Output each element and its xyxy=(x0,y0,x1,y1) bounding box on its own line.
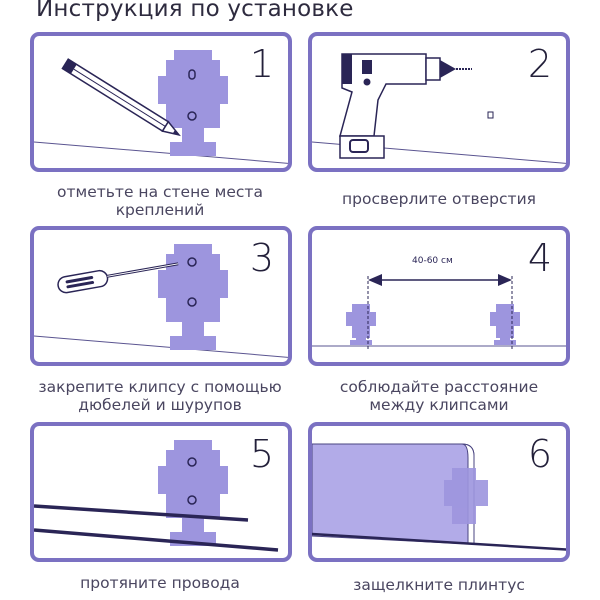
step-2-caption: просверлите отверстия xyxy=(299,190,579,208)
distance-label: 40-60 см xyxy=(412,256,453,266)
wires-icon xyxy=(34,440,279,552)
caption-line: протяните провода xyxy=(80,574,240,592)
step-number: 2 xyxy=(527,42,552,86)
step-4-caption: соблюдайте расстояние между клипсами xyxy=(299,378,579,414)
caption-line: креплений xyxy=(115,201,205,219)
step-5-caption: протяните провода xyxy=(20,574,300,592)
step-1-caption: отметьте на стене места креплений xyxy=(20,183,300,219)
step-5-panel: 5 xyxy=(30,422,292,562)
caption-line: дюбелей и шурупов xyxy=(78,396,242,414)
caption-line: защелкните плинтус xyxy=(353,576,525,594)
caption-line: закрепите клипсу с помощью xyxy=(38,378,282,396)
step-4-panel: 40-60 см 4 xyxy=(308,226,570,366)
step-3-caption: закрепите клипсу с помощью дюбелей и шур… xyxy=(20,378,300,414)
baseboard-icon xyxy=(312,443,566,551)
pencil-marking-icon xyxy=(34,50,288,164)
step-number: 4 xyxy=(527,236,552,280)
caption-line: соблюдайте расстояние xyxy=(339,378,539,396)
step-6-panel: 6 xyxy=(308,422,570,562)
step-number: 5 xyxy=(249,432,274,476)
drill-icon xyxy=(312,53,566,164)
page-title: Инструкция по установке xyxy=(36,0,354,22)
step-3-panel: 3 xyxy=(30,226,292,366)
step-number: 6 xyxy=(527,432,552,476)
screwdriver-icon xyxy=(34,244,288,358)
step-number: 3 xyxy=(249,236,274,280)
step-2-panel: 2 xyxy=(308,32,570,172)
step-1-panel: 1 xyxy=(30,32,292,172)
caption-line: между клипсами xyxy=(369,396,509,414)
caption-line: отметьте на стене места xyxy=(57,183,263,201)
step-number: 1 xyxy=(249,42,274,86)
distance-arrow-icon xyxy=(312,274,566,350)
step-6-caption: защелкните плинтус xyxy=(299,576,579,594)
caption-line: просверлите отверстия xyxy=(342,190,536,208)
